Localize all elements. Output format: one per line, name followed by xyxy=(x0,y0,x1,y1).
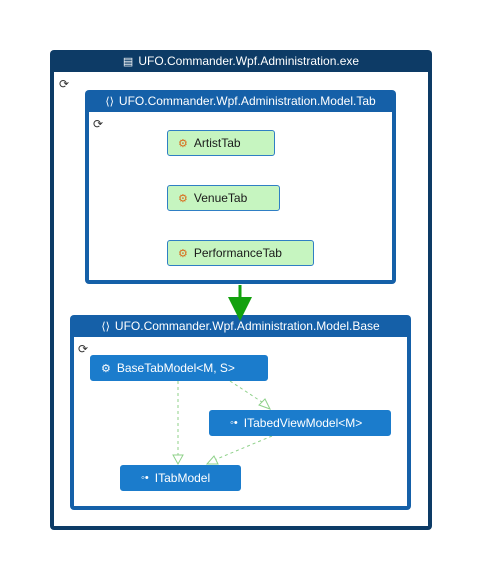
interface-node-label: ITabModel xyxy=(154,471,211,485)
refresh-icon[interactable]: ⟳ xyxy=(93,117,104,131)
interface-icon: ◦• xyxy=(141,472,149,484)
implements-edge-itabedviewmodel-to-itabmodel xyxy=(211,435,273,462)
assembly-title: UFO.Commander.Wpf.Administration.exe xyxy=(138,54,360,68)
namespace-title: UFO.Commander.Wpf.Administration.Model.T… xyxy=(118,94,376,108)
namespace-icon: ⟨⟩ xyxy=(105,95,114,108)
class-icon: ⚙ xyxy=(178,192,188,205)
class-node-label: BaseTabModel<M, S> xyxy=(116,361,235,375)
implements-arrowhead xyxy=(172,454,184,466)
namespace-title-bar: ⟨⟩ UFO.Commander.Wpf.Administration.Mode… xyxy=(70,315,411,337)
refresh-icon[interactable]: ⟳ xyxy=(78,342,89,356)
namespace-icon: ⟨⟩ xyxy=(101,320,110,333)
class-node-artisttab[interactable]: ⚙ ArtistTab xyxy=(167,130,275,156)
class-node-label: PerformanceTab xyxy=(193,246,282,260)
namespace-title: UFO.Commander.Wpf.Administration.Model.B… xyxy=(114,319,380,333)
class-node-label: ArtistTab xyxy=(193,136,241,150)
window-icon: ▤ xyxy=(122,55,134,68)
class-node-venuetab[interactable]: ⚙ VenueTab xyxy=(167,185,280,211)
implements-arrowhead xyxy=(205,455,219,465)
assembly-title-bar: ▤ UFO.Commander.Wpf.Administration.exe xyxy=(50,50,432,72)
interface-node-itabedviewmodel[interactable]: ◦• ITabedViewModel<M> xyxy=(209,410,391,436)
class-icon: ⚙ xyxy=(178,247,188,260)
class-node-basetabmodel[interactable]: ⚙ BaseTabModel<M, S> xyxy=(90,355,268,381)
class-node-performancetab[interactable]: ⚙ PerformanceTab xyxy=(167,240,314,266)
namespace-title-bar: ⟨⟩ UFO.Commander.Wpf.Administration.Mode… xyxy=(85,90,396,112)
class-icon: ⚙ xyxy=(101,362,111,375)
class-icon: ⚙ xyxy=(178,137,188,150)
interface-node-label: ITabedViewModel<M> xyxy=(243,416,363,430)
interface-icon: ◦• xyxy=(230,417,238,429)
refresh-icon[interactable]: ⟳ xyxy=(59,77,70,91)
implements-arrowhead xyxy=(258,398,272,410)
interface-node-itabmodel[interactable]: ◦• ITabModel xyxy=(120,465,241,491)
class-node-label: VenueTab xyxy=(193,191,248,205)
